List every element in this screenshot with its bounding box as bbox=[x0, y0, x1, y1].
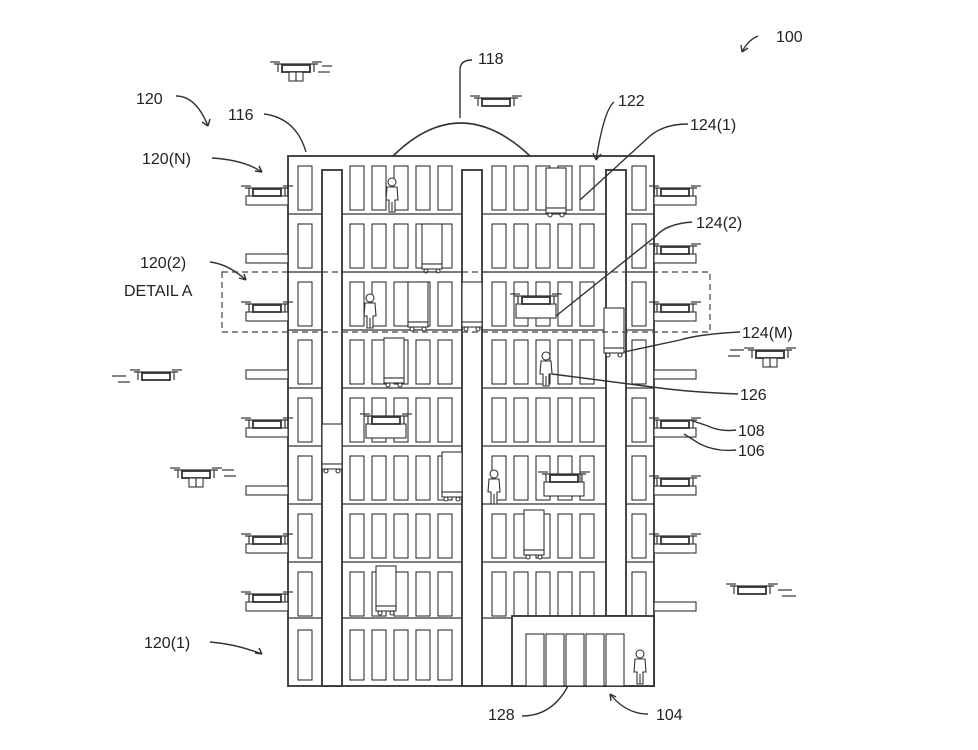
label-detail-a: DETAIL A bbox=[124, 283, 193, 300]
leader-lines bbox=[175, 35, 759, 717]
vehicles bbox=[321, 167, 625, 616]
label-122: 122 bbox=[618, 93, 645, 110]
label-124-2: 124(2) bbox=[696, 215, 742, 232]
label-108: 108 bbox=[738, 423, 765, 440]
shaft-center bbox=[461, 169, 483, 687]
landing-platforms bbox=[240, 185, 702, 612]
label-128: 128 bbox=[488, 707, 515, 724]
shaft-right bbox=[605, 169, 627, 617]
label-124-1: 124(1) bbox=[690, 117, 736, 134]
label-120: 120 bbox=[136, 91, 163, 108]
label-106: 106 bbox=[738, 443, 765, 460]
detail-a-box bbox=[221, 271, 711, 333]
label-100: 100 bbox=[776, 29, 803, 46]
storage-lockers bbox=[511, 615, 655, 687]
reference-labels: 100 120 116 118 122 124(1) 120(N) 124(2)… bbox=[124, 29, 803, 724]
label-116: 116 bbox=[228, 107, 254, 124]
label-124-m: 124(M) bbox=[742, 325, 793, 342]
label-104: 104 bbox=[656, 707, 683, 724]
label-120-1: 120(1) bbox=[144, 635, 190, 652]
label-118: 118 bbox=[478, 51, 504, 68]
roof-dome bbox=[392, 122, 531, 157]
label-120-n: 120(N) bbox=[142, 151, 191, 168]
flying-drones bbox=[112, 62, 796, 597]
building bbox=[287, 122, 655, 687]
label-126: 126 bbox=[740, 387, 767, 404]
label-120-2: 120(2) bbox=[140, 255, 186, 272]
